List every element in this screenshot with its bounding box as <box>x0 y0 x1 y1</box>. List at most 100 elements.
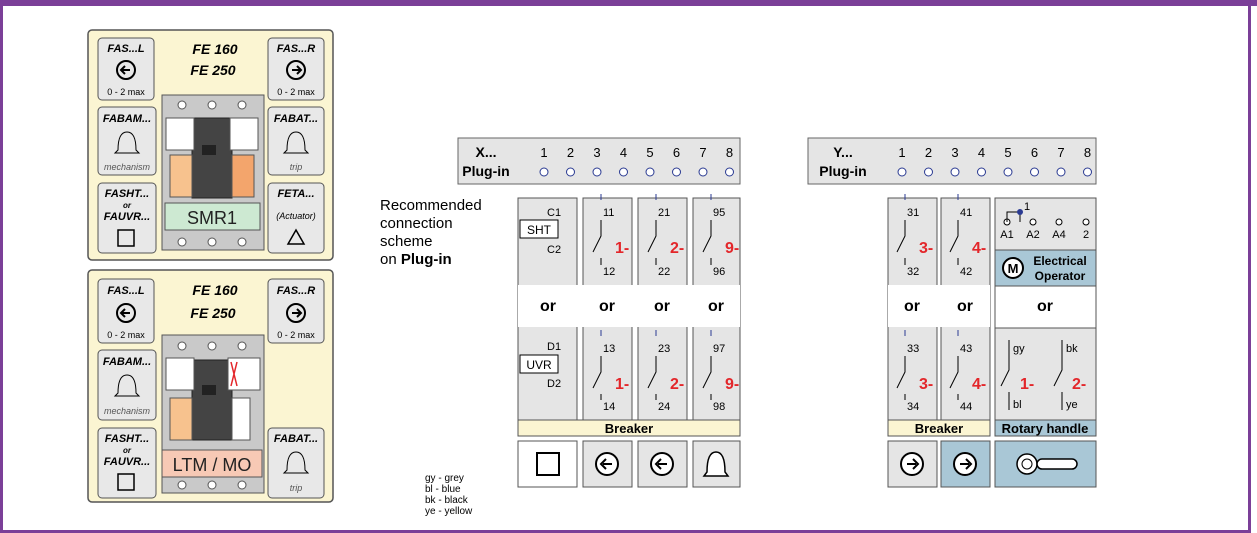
module1-fasl-range: 0 - 2 max <box>107 87 145 97</box>
rotate-right-icon <box>286 303 306 323</box>
module-2: LTM / MO FE 160 FE 250 FAS...L 0 - 2 max… <box>87 269 334 503</box>
contact-number: 44 <box>960 401 972 413</box>
contact-number: 42 <box>960 266 972 278</box>
module1-fabam-label: FABAM... <box>103 113 151 125</box>
module1-center-label: SMR1 <box>187 208 237 228</box>
module1-model2: FE 250 <box>190 62 235 78</box>
pin-number: 7 <box>1057 145 1064 160</box>
pin-number: 6 <box>673 145 680 160</box>
op-one-label: 1 <box>1024 201 1030 213</box>
pin-socket <box>645 167 655 177</box>
contact-group-number: 9- <box>725 240 739 257</box>
contact-number: 13 <box>603 343 615 355</box>
c1-label: C1 <box>547 207 561 219</box>
pin-socket <box>566 167 575 177</box>
contact-number: 14 <box>603 401 615 413</box>
d1-label: D1 <box>547 341 561 353</box>
x-subtitle: Plug-in <box>462 163 509 179</box>
module1-fasr-label: FAS...R <box>277 43 316 55</box>
contact-number: 24 <box>658 401 670 413</box>
module2-model2: FE 250 <box>190 305 235 321</box>
contact-number: 11 <box>603 207 614 219</box>
pin-number: 8 <box>1084 145 1091 160</box>
pin-number: 1 <box>898 145 905 160</box>
contact-group-number: 4- <box>972 240 986 257</box>
pin-socket <box>1083 167 1092 177</box>
or-label: or <box>708 298 724 315</box>
rec-line4-bold: Plug-in <box>400 251 452 268</box>
contact-number: 97 <box>713 343 725 355</box>
legend-item: gy - grey <box>425 473 464 484</box>
pin-number: 2 <box>925 145 932 160</box>
pin-number: 1 <box>540 145 547 160</box>
wire-bl-label: bl <box>1013 399 1022 411</box>
pin-number: 3 <box>593 145 600 160</box>
bell-icon <box>113 131 141 154</box>
module1-feta-label: FETA... <box>277 188 314 200</box>
module1-model1: FE 160 <box>192 41 237 57</box>
contact-number: 22 <box>658 266 670 278</box>
contact-number: 41 <box>960 207 972 219</box>
pin-socket <box>592 167 602 177</box>
triangle-icon <box>286 228 306 245</box>
contact-group-number: 9- <box>725 376 739 393</box>
wire-bk-label: bk <box>1066 343 1078 355</box>
square-icon <box>117 229 135 247</box>
pin-number: 6 <box>1031 145 1038 160</box>
module2-fabam-sub: mechanism <box>104 406 151 416</box>
module2-center-label: LTM / MO <box>173 455 252 475</box>
operator-terminal: A1 <box>1000 229 1013 241</box>
contact-number: 98 <box>713 401 725 413</box>
bell-icon <box>702 451 730 477</box>
legend-item: bk - black <box>425 495 468 506</box>
module-1: SMR1 FE 160 FE 250 FAS...L 0 - 2 max FAS… <box>87 29 334 261</box>
color-legend: gy - grey bl - blue bk - black ye - yell… <box>425 473 472 517</box>
contact-number: 32 <box>907 266 919 278</box>
contact-group-number: 4- <box>972 376 986 393</box>
module2-fabat-sub: trip <box>290 483 303 493</box>
or-label: or <box>1037 298 1053 315</box>
module2-fasht-or: or <box>123 446 132 455</box>
module2-fasht-label: FASHT... <box>105 433 149 445</box>
pin-number: 3 <box>951 145 958 160</box>
pin-socket <box>725 167 734 177</box>
wire-ye-label: ye <box>1066 399 1078 411</box>
y-breaker-label: Breaker <box>915 421 963 436</box>
pin-number: 7 <box>699 145 706 160</box>
bell-icon <box>113 374 141 397</box>
rotate-left-icon <box>116 60 136 80</box>
pin-number: 8 <box>726 145 733 160</box>
pin-socket <box>1056 167 1066 177</box>
module1-fabat-sub: trip <box>290 162 303 172</box>
pin-socket <box>698 167 708 177</box>
square-icon <box>536 452 560 476</box>
pin-number: 2 <box>567 145 574 160</box>
rotary-handle-icon <box>1016 453 1038 475</box>
module2-model1: FE 160 <box>192 282 237 298</box>
pin-socket <box>1003 167 1013 177</box>
module2-fabam-label: FABAM... <box>103 356 151 368</box>
sht-label: SHT <box>527 223 552 237</box>
module2-fasl-range: 0 - 2 max <box>107 330 145 340</box>
rec-line1: Recommended <box>380 197 482 214</box>
module2-fasl-label: FAS...L <box>107 285 145 297</box>
d2-label: D2 <box>547 378 561 390</box>
pin-socket <box>950 167 960 177</box>
contact-group-number: 1- <box>615 240 629 257</box>
legend-item: bl - blue <box>425 484 461 495</box>
module2-fasr-range: 0 - 2 max <box>277 330 315 340</box>
contact-number: 12 <box>603 266 615 278</box>
wire-gy-label: gy <box>1013 343 1025 355</box>
contact-number: 34 <box>907 401 919 413</box>
contact-group-number: 2- <box>670 240 684 257</box>
y-title: Y... <box>833 144 852 160</box>
or-label: or <box>599 298 615 315</box>
contact-number: 43 <box>960 343 972 355</box>
contact-group-number: 1- <box>615 376 629 393</box>
c2-label: C2 <box>547 244 561 256</box>
module1-feta-sub: (Actuator) <box>276 211 316 221</box>
x-title: X... <box>475 144 496 160</box>
module1-fabam-sub: mechanism <box>104 162 151 172</box>
pin-socket <box>672 167 681 177</box>
